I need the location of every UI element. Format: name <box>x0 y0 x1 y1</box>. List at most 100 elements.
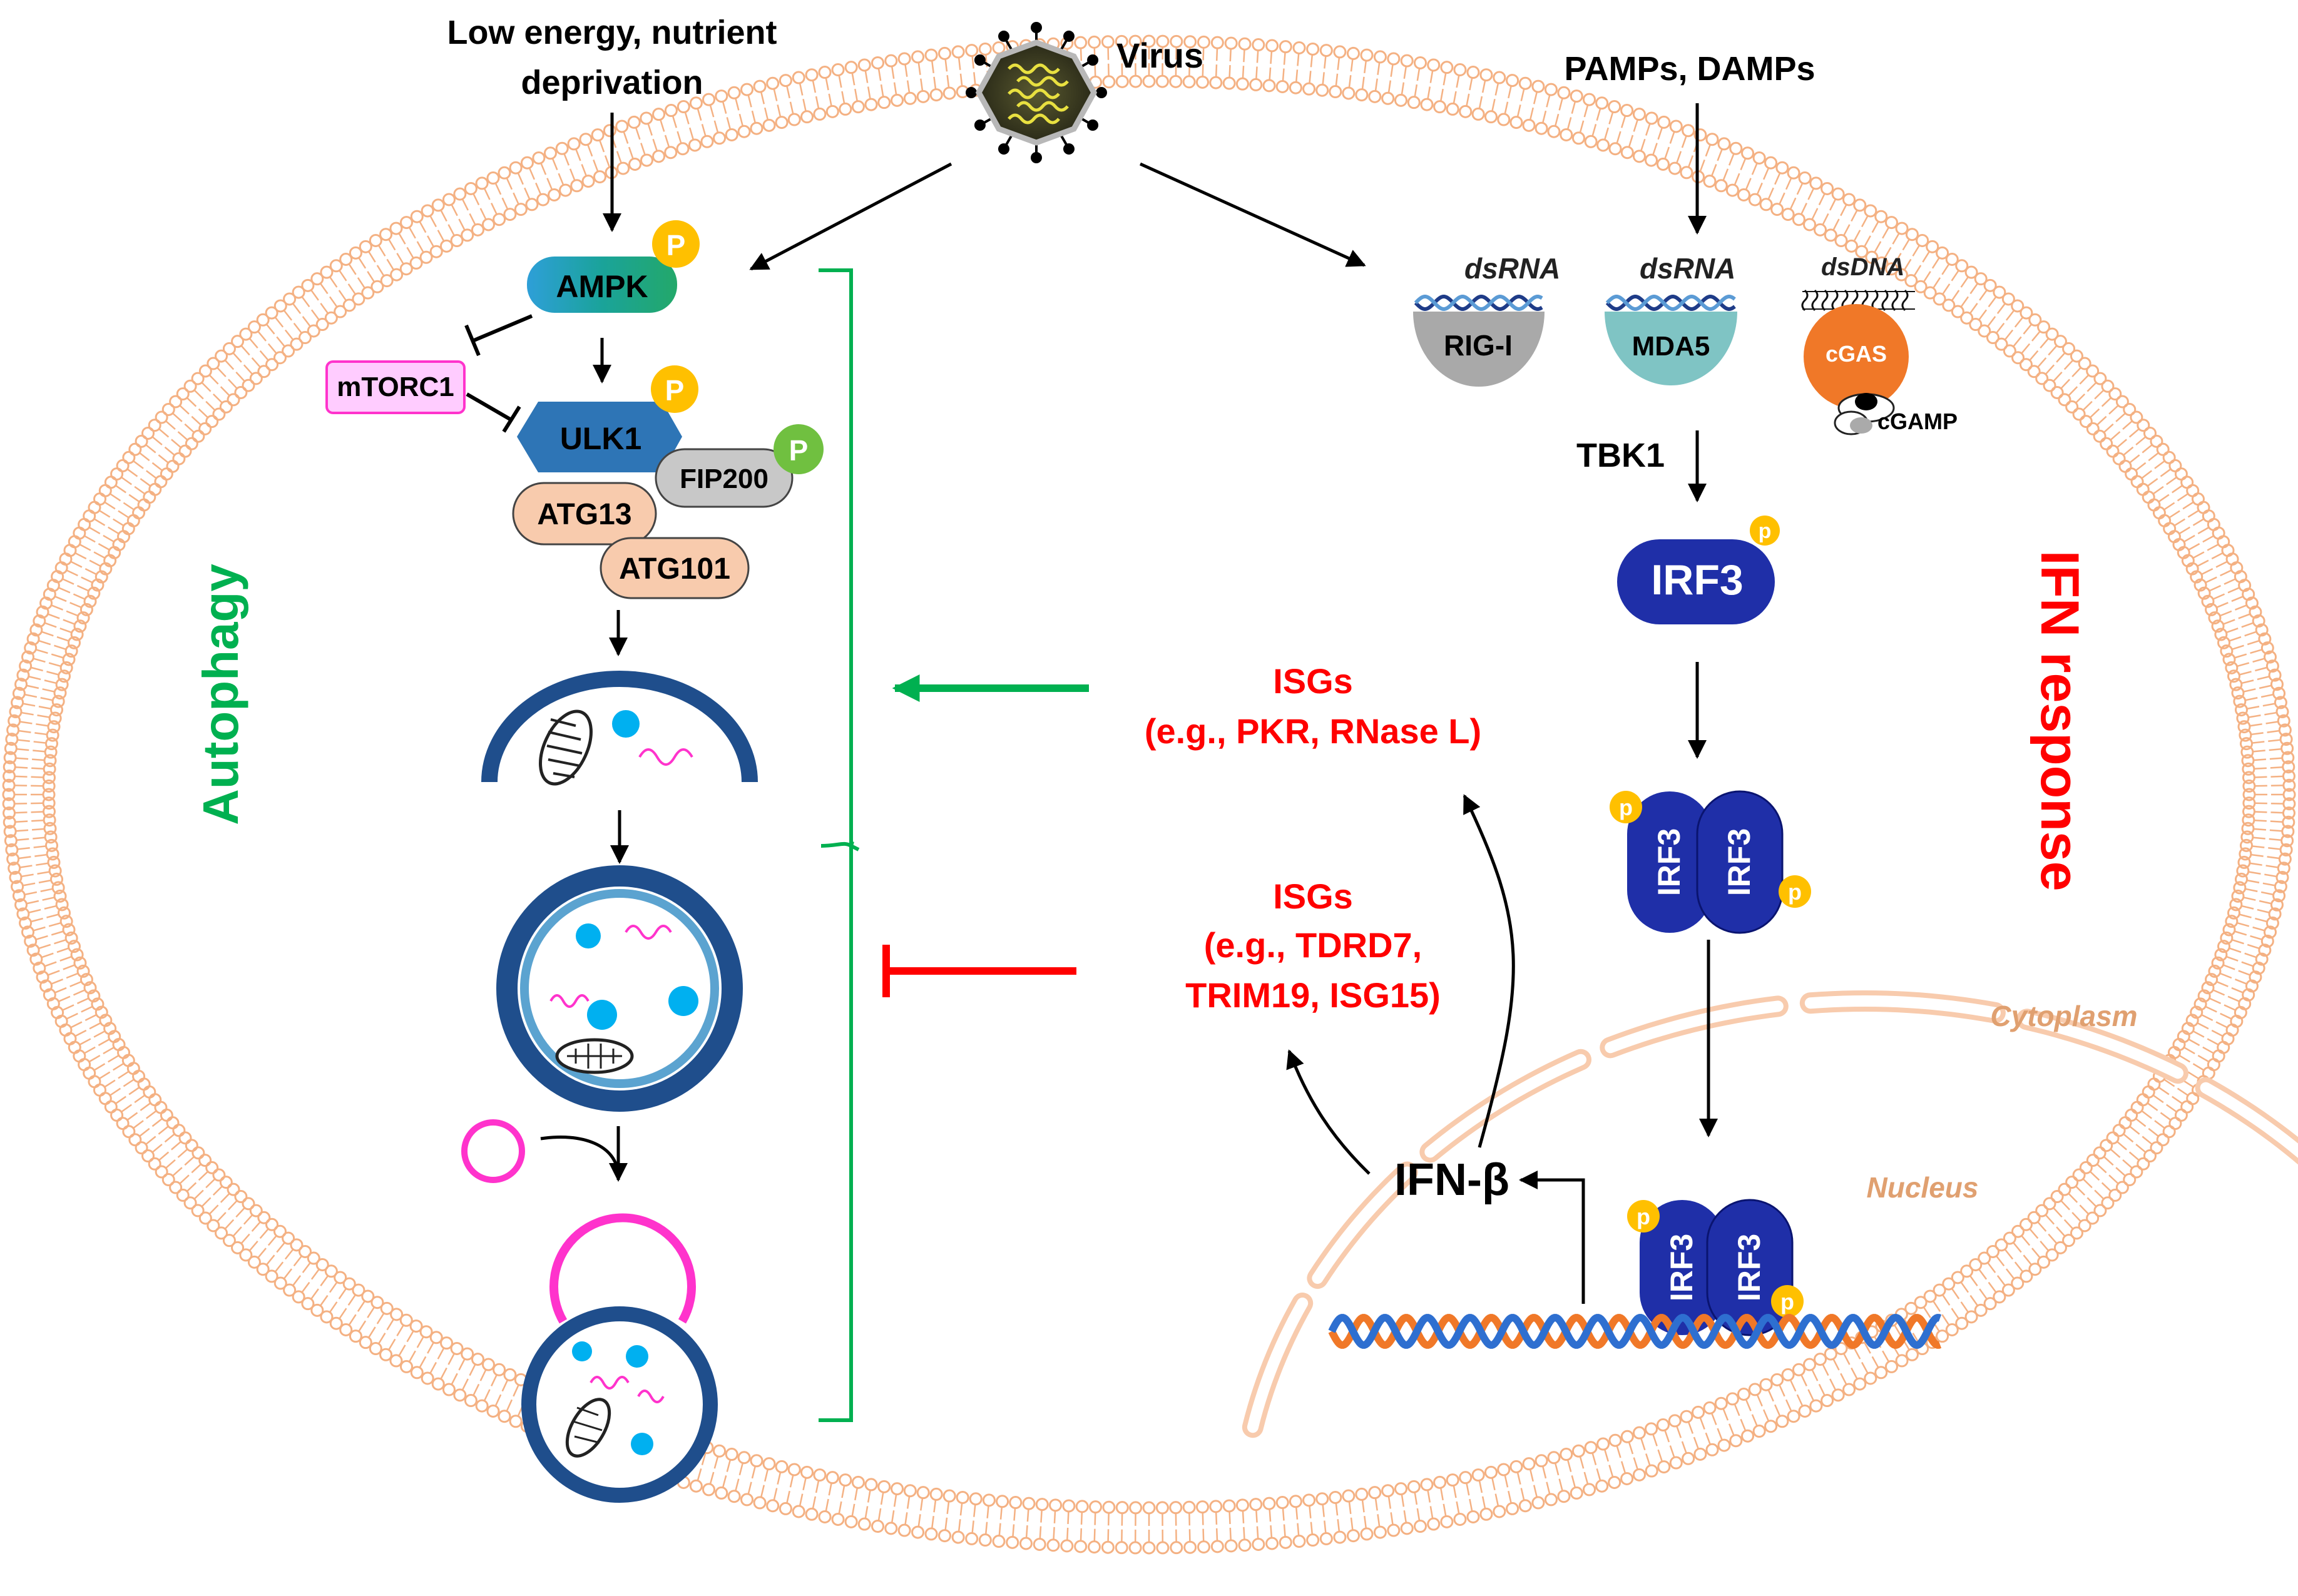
lipid-head <box>1853 198 1867 212</box>
lipid-head <box>2137 1157 2150 1171</box>
lipid-tail <box>2270 775 2283 778</box>
lipid-tail <box>1390 64 1394 77</box>
lipid-tail <box>2197 527 2209 534</box>
lipid-head <box>857 1517 871 1531</box>
irf3-dimer-phospho-b: p <box>1788 879 1802 905</box>
lipid-head <box>1904 274 1918 288</box>
lipid-tail <box>1699 1418 1705 1430</box>
lipid-tail <box>2245 888 2258 892</box>
lipid-tail <box>447 224 455 236</box>
lipid-head <box>581 175 595 188</box>
lipid-tail <box>524 187 531 200</box>
lipid-head <box>1222 1499 1236 1513</box>
lipid-head <box>1853 1377 1867 1391</box>
lipid-head <box>1292 1535 1306 1548</box>
lipid-head <box>282 344 295 358</box>
lipid-tail <box>357 1301 365 1312</box>
lipid-head <box>19 916 33 930</box>
lipid-head <box>1986 331 2000 345</box>
lipid-head <box>172 452 186 465</box>
lipid-head <box>1620 104 1634 118</box>
inhibition-arrow <box>882 945 1076 997</box>
lipid-tail <box>18 739 30 743</box>
lipid-tail <box>1571 101 1576 114</box>
nuclear-envelope-lumen <box>2200 1082 2298 1158</box>
autolysosome <box>521 1213 718 1503</box>
lipid-tail <box>75 552 87 560</box>
lipid-tail <box>310 1288 319 1299</box>
lipid-head <box>2258 943 2272 957</box>
lipid-tail <box>2004 1249 2014 1260</box>
lipid-head <box>70 628 84 641</box>
lipid-tail <box>1779 192 1785 205</box>
lipid-tail <box>2108 1174 2118 1184</box>
lipid-tail <box>146 470 156 479</box>
lipid-head <box>2050 1190 2064 1204</box>
virus-label: Virus <box>1116 36 1203 75</box>
lipid-tail <box>802 99 807 111</box>
lipid-tail <box>76 584 89 592</box>
lipid-tail <box>1960 1301 1969 1313</box>
lipid-head <box>1842 193 1856 206</box>
lipid-tail <box>1481 81 1486 93</box>
lipid-tail <box>2142 470 2152 479</box>
lipid-head <box>1582 1483 1596 1497</box>
lipid-tail <box>677 131 682 143</box>
virus-spike-tip <box>974 119 986 131</box>
lipid-head <box>715 1486 728 1500</box>
lipid-tail <box>1427 86 1431 99</box>
lipid-head <box>370 1296 384 1309</box>
lipid-head <box>198 1154 212 1167</box>
lipid-head <box>1074 36 1088 49</box>
lipid-tail <box>33 836 45 840</box>
lipid-tail <box>920 1498 924 1511</box>
lipid-head <box>249 372 263 385</box>
lipid-tail <box>2179 526 2190 534</box>
lipid-tail <box>506 178 513 190</box>
lipid-head <box>1497 1463 1511 1477</box>
lipid-head <box>1413 1520 1427 1533</box>
lipid-tail <box>1533 92 1538 104</box>
lipid-head <box>198 1211 212 1225</box>
lipid-head <box>652 150 666 163</box>
lipid-tail <box>118 510 129 518</box>
lipid-tail <box>458 1359 466 1371</box>
lipid-head <box>2086 364 2100 378</box>
lipid-head <box>1315 1492 1329 1506</box>
lipid-head <box>1471 107 1485 121</box>
lipid-head <box>429 245 443 258</box>
lipid-tail <box>29 676 41 681</box>
lipid-tail <box>838 1501 842 1513</box>
lipid-tail <box>2037 1221 2047 1232</box>
lipid-head <box>1195 1500 1209 1514</box>
lipid-tail <box>180 405 190 415</box>
lipid-tail <box>378 1333 386 1344</box>
lipid-head <box>2123 1173 2137 1187</box>
lipid-head <box>1302 1493 1316 1507</box>
autophagy-label: Autophagy <box>193 564 248 825</box>
virus: Virus <box>749 22 1366 271</box>
lipid-tail <box>484 188 491 200</box>
lipid-tail <box>973 72 976 84</box>
lipid-tail <box>55 987 67 994</box>
isg-bottom-line1: ISGs <box>1273 877 1353 916</box>
lipid-tail <box>2223 964 2235 970</box>
lipid-tail <box>2207 1038 2219 1045</box>
lipid-head <box>965 44 979 58</box>
lipid-head <box>43 813 56 827</box>
lipid-head <box>616 161 630 175</box>
lipid-head <box>1197 1540 1210 1554</box>
lipid-tail <box>2079 1204 2089 1214</box>
lipid-head <box>1905 1348 1919 1361</box>
lipid-tail <box>212 393 223 404</box>
lipid-tail <box>558 173 564 185</box>
lipid-tail <box>1558 1478 1563 1491</box>
lipid-tail <box>2031 1248 2041 1258</box>
lipid-tail <box>2252 741 2265 744</box>
lipid-head <box>1479 68 1493 82</box>
lipid-tail <box>1478 96 1483 108</box>
lipid-head <box>525 198 539 211</box>
lipid-head <box>2217 940 2231 953</box>
lipid-head <box>1315 83 1329 97</box>
lipid-tail <box>266 1254 275 1265</box>
